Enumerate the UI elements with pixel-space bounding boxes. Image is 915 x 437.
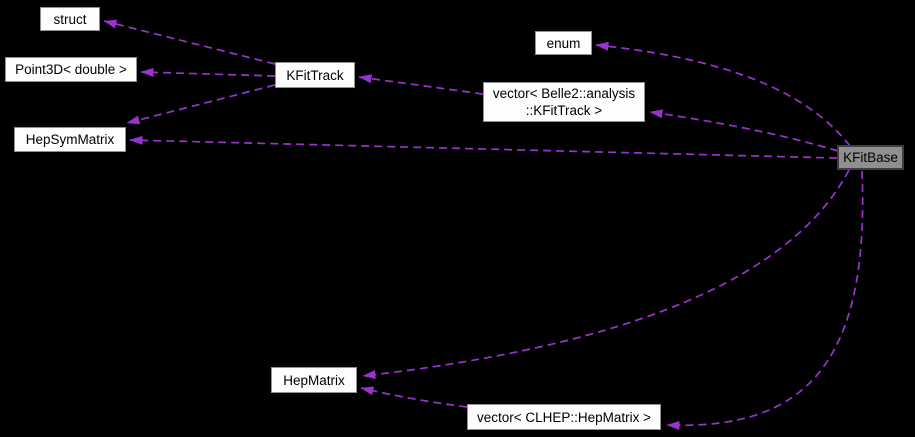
edge-kfittrack-to-hepsymmatrix xyxy=(126,84,276,125)
node-kfittrack[interactable]: KFitTrack xyxy=(275,62,355,88)
edge-vector-belle2-to-kfittrack xyxy=(358,74,484,95)
edge-kfittrack-to-struct xyxy=(103,19,276,65)
node-vector-clhep-hepmatrix[interactable]: vector< CLHEP::HepMatrix > xyxy=(467,404,661,430)
node-kfitbase: KFitBase xyxy=(837,145,904,170)
node-struct[interactable]: struct xyxy=(40,7,100,31)
edge-kfitbase-to-enum xyxy=(595,41,851,147)
node-hepsymmatrix[interactable]: HepSymMatrix xyxy=(14,127,126,152)
node-hepmatrix[interactable]: HepMatrix xyxy=(271,367,357,393)
edge-kfittrack-to-point3d xyxy=(140,67,276,77)
node-point3d-double[interactable]: Point3D< double > xyxy=(5,57,137,82)
edge-kfitbase-to-vector-belle2 xyxy=(649,109,839,152)
node-vector-belle2-analysis-kfittrack[interactable]: vector< Belle2::analysis ::KFitTrack > xyxy=(483,82,645,122)
edge-kfitbase-to-hepmatrix xyxy=(362,169,850,380)
edge-kfitbase-to-vector-clhep xyxy=(666,170,864,430)
node-enum[interactable]: enum xyxy=(535,31,592,55)
edge-vector-clhep-to-hepmatrix xyxy=(360,386,468,408)
edge-kfitbase-to-hepsymmatrix xyxy=(129,135,838,159)
